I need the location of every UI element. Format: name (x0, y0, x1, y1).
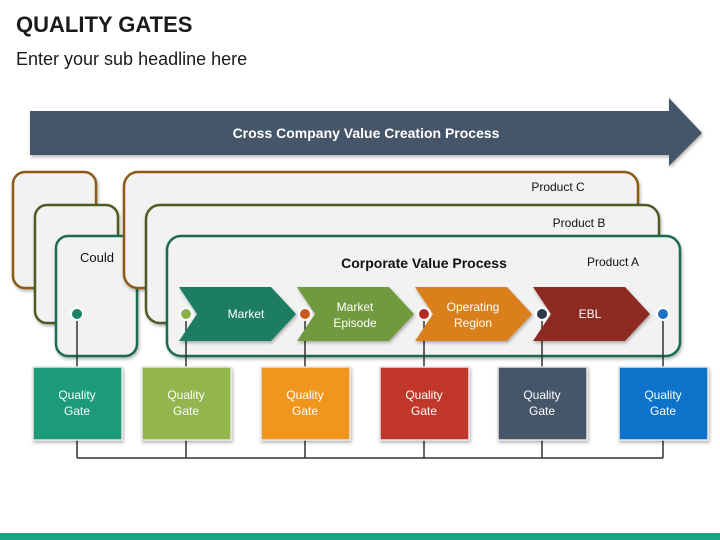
step-label-ebl: EBL (579, 307, 602, 321)
quality-gate-box-3 (260, 366, 351, 441)
step-label-market: Market (228, 307, 265, 321)
gate-dot-4 (417, 307, 431, 321)
bottom-accent-bar (0, 533, 720, 540)
step-chevron-market-episode (297, 287, 414, 341)
step-chevron-market (179, 287, 296, 341)
quality-gate-box-6 (618, 366, 709, 441)
gate-dot-5 (535, 307, 549, 321)
quality-gate-box-2 (141, 366, 232, 441)
quality-gate-box-4 (379, 366, 470, 441)
gate-dot-2 (179, 307, 193, 321)
could-label: Could (80, 250, 114, 265)
product-a-label: Product A (587, 255, 639, 269)
quality-gate-box-5 (497, 366, 588, 441)
step-chevron-operating-region (415, 287, 532, 341)
gate-dot-6 (656, 307, 670, 321)
product-c-label: Product C (531, 180, 585, 194)
page-title: QUALITY GATES (16, 12, 193, 37)
banner-label: Cross Company Value Creation Process (233, 125, 500, 141)
gate-dot-3 (298, 307, 312, 321)
corporate-title: Corporate Value Process (341, 255, 507, 271)
product-b-label: Product B (553, 216, 606, 230)
banner-arrow (30, 98, 702, 166)
step-chevron-ebl (533, 287, 650, 341)
quality-gate-box-1 (32, 366, 123, 441)
gate-dot-1 (70, 307, 84, 321)
page-subtitle: Enter your sub headline here (16, 49, 248, 69)
